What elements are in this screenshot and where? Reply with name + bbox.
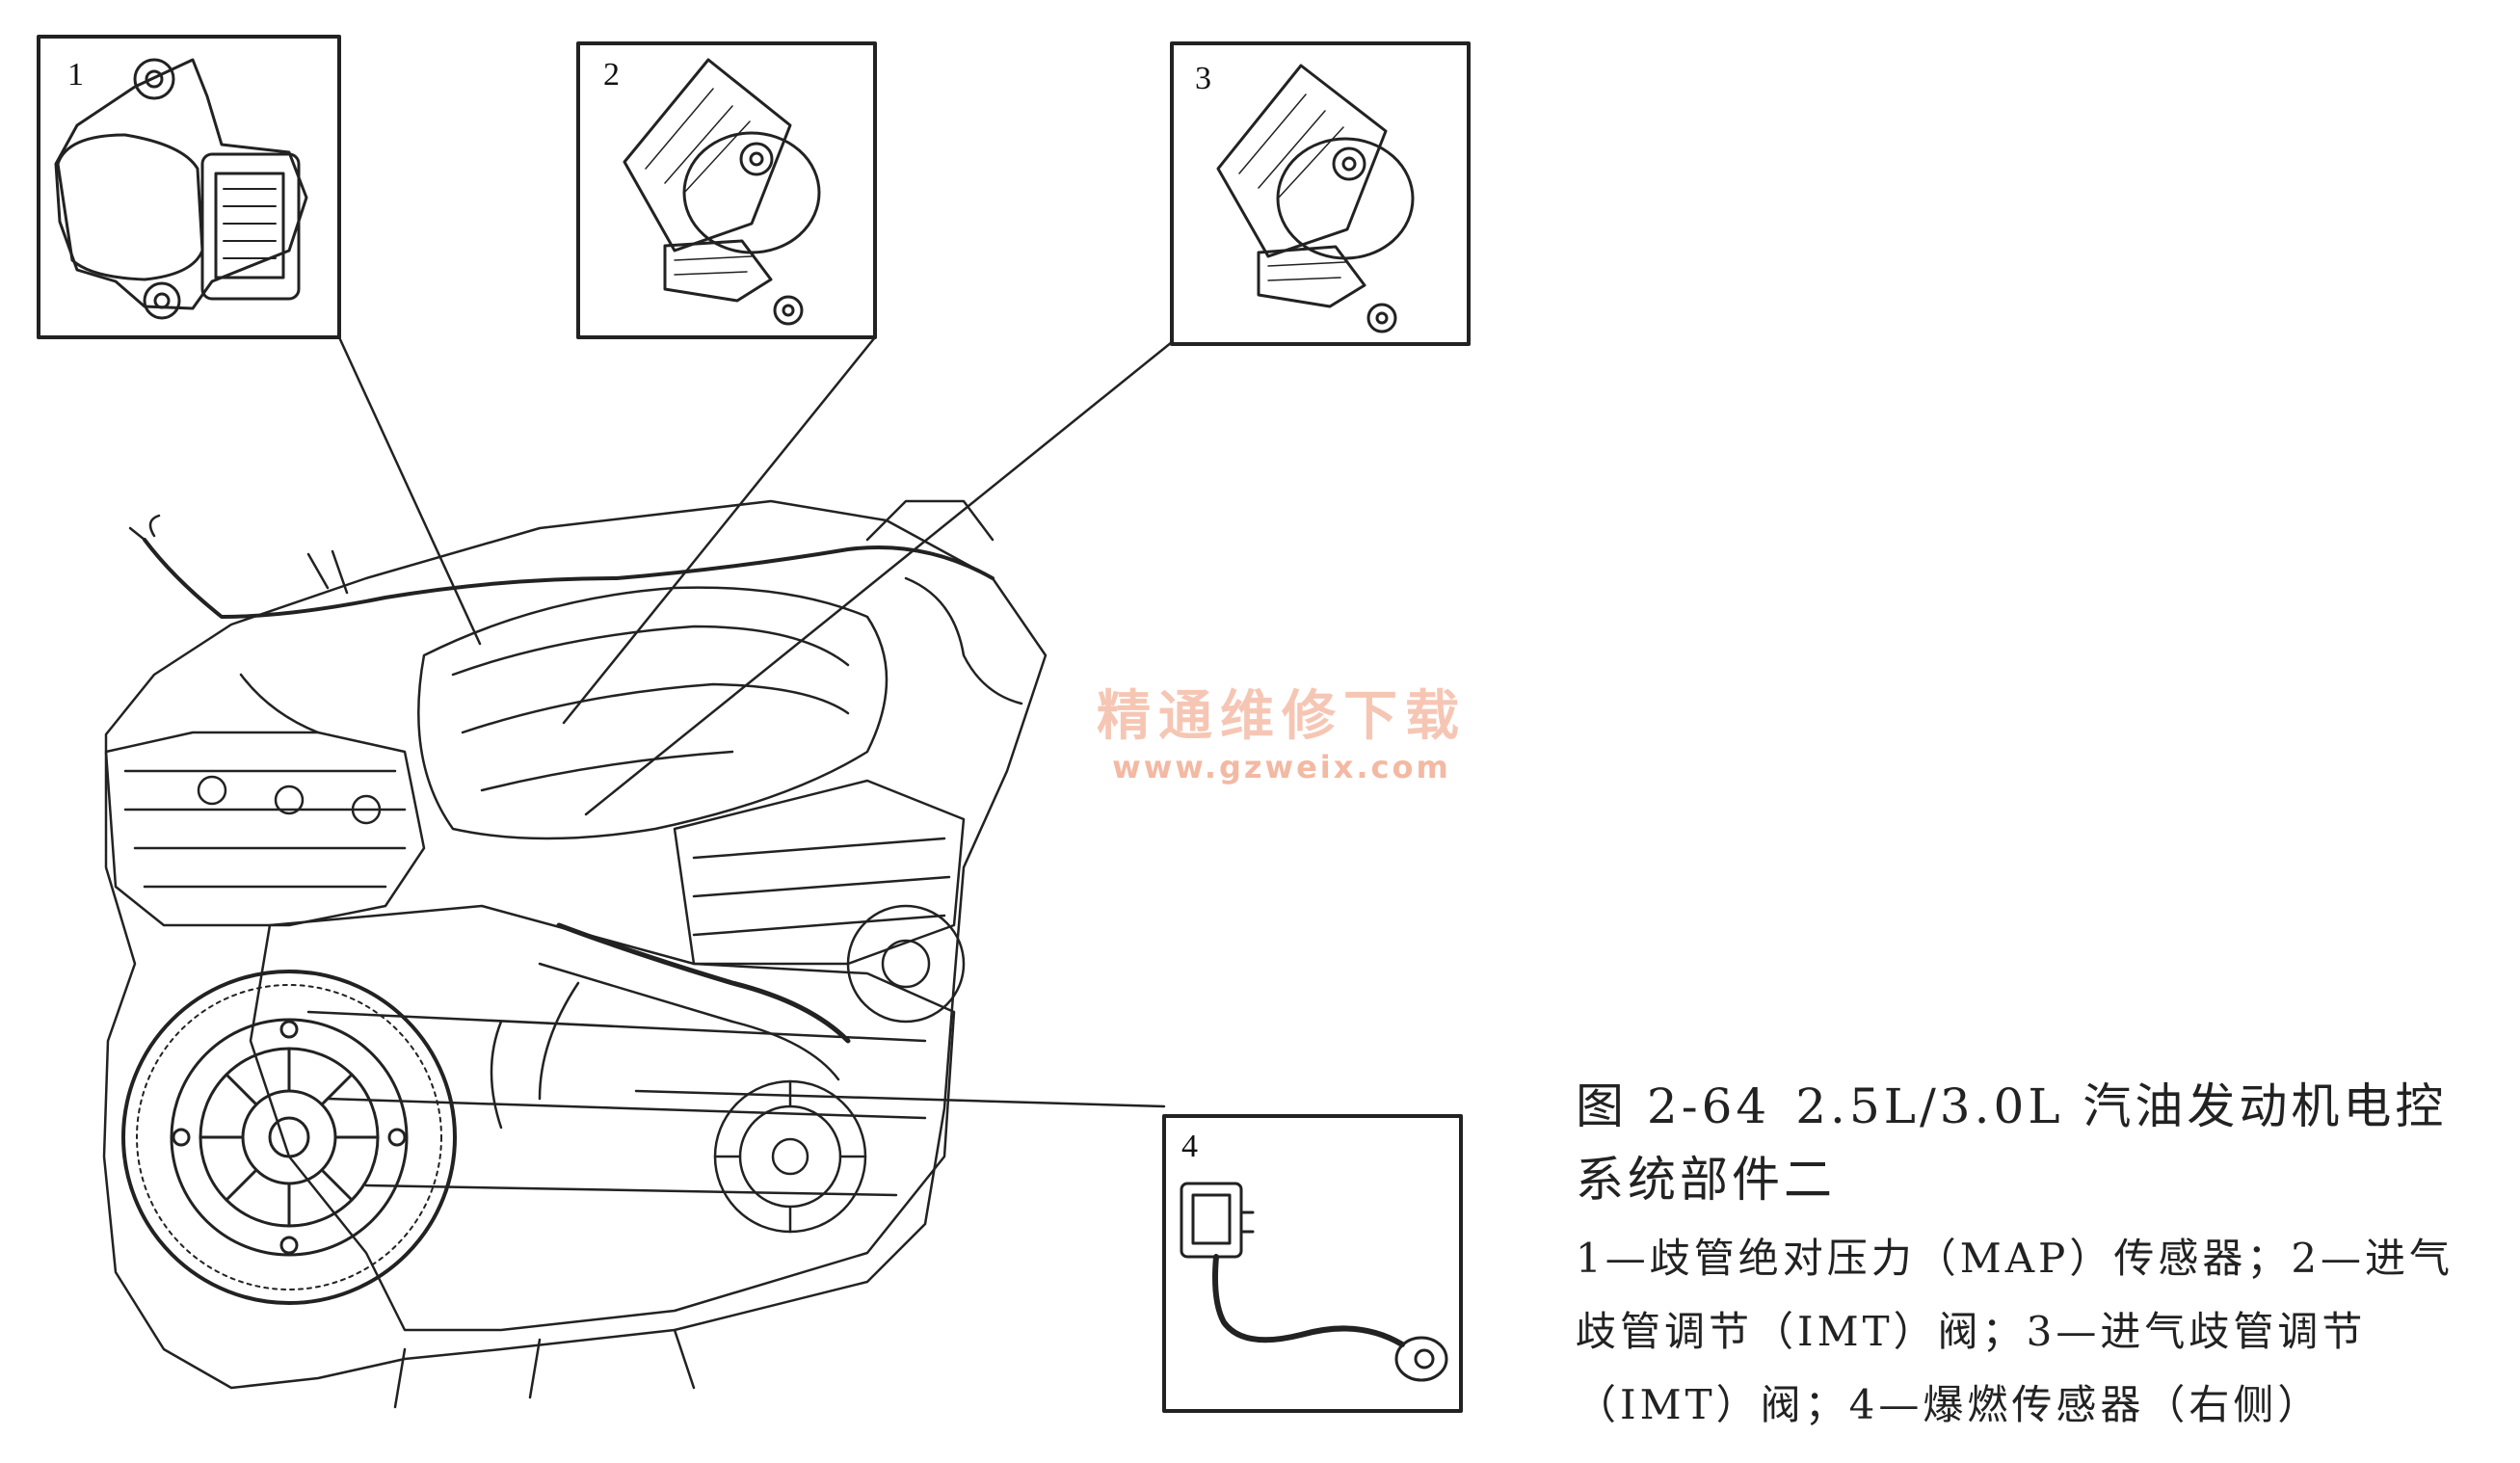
engine-assembly [102,499,1048,1409]
figure-number: 图 2-64 [1576,1078,1771,1134]
leader-line-3 [584,340,1174,816]
leader-line-2 [562,335,877,725]
leader-line-4 [634,1089,1166,1108]
inset-box-1: 1 [37,35,341,339]
flywheel [121,970,457,1305]
figure-title: 2.5L/3.0L 汽油发动机电控系统部件二 [1576,1078,2448,1208]
map-sensor-icon [54,58,308,320]
imt-valve-icon [623,58,821,326]
leader-lines [337,335,1174,1108]
inset-box-3: 3 [1170,41,1471,346]
figure-caption-legend: 1—歧管绝对压力（MAP）传感器；2—进气歧管调节（IMT）阀；3—进气歧管调节… [1576,1235,2454,1428]
callout-number-2: 2 [603,57,620,93]
imt-valve-icon [1216,64,1415,333]
callout-number-1: 1 [67,57,84,93]
leader-line-1 [337,335,482,646]
callout-number-3: 3 [1195,61,1211,96]
callout-number-4: 4 [1181,1129,1198,1164]
watermark-text: 精通维修下载 [1097,685,1467,748]
watermark: 精通维修下载 www.gzweix.com [1079,686,1484,786]
alternator [713,1079,867,1234]
knock-sensor-icon [1180,1182,1448,1382]
inset-box-2: 2 [576,41,877,339]
inset-box-4: 4 [1162,1114,1463,1413]
watermark-url: www.gzweix.com [1112,749,1451,785]
